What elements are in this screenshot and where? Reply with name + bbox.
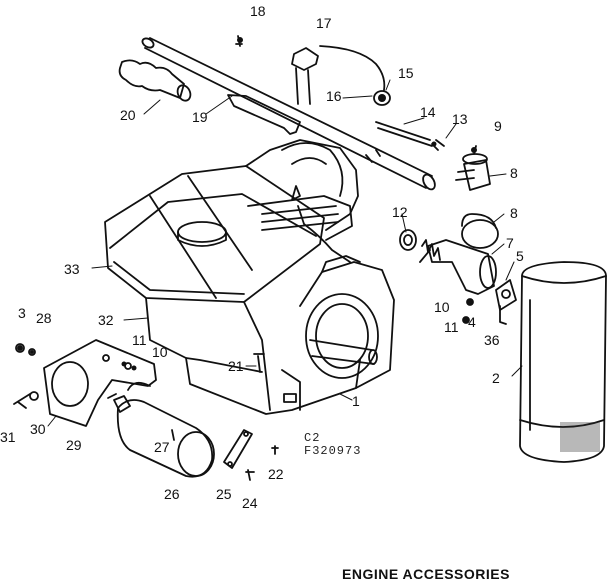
callout-2: 2 — [492, 370, 500, 386]
callout-7: 7 — [506, 235, 514, 251]
engine-upper-housing — [245, 139, 359, 241]
leader-lines — [47, 79, 523, 427]
callout-36: 36 — [484, 332, 500, 348]
pipe-bracket — [227, 94, 301, 135]
pipe-19 — [141, 37, 436, 191]
callout-19: 19 — [192, 109, 208, 125]
grip-20 — [118, 59, 192, 102]
callout-14: 14 — [420, 104, 436, 120]
bracket-36 — [499, 305, 507, 325]
callout-10-left: 10 — [152, 344, 168, 360]
fastener-heads — [17, 37, 477, 371]
crankshaft-flange — [305, 293, 379, 379]
callout-11-left: 11 — [132, 332, 147, 348]
muffler-screen-dots — [560, 422, 600, 452]
callout-9: 9 — [494, 118, 502, 134]
diagram-title: ENGINE ACCESSORIES — [342, 566, 510, 582]
callout-3: 3 — [18, 305, 26, 321]
callout-11-right: 11 — [444, 319, 459, 335]
callout-12: 12 — [392, 204, 408, 220]
callout-15: 15 — [398, 65, 414, 81]
breather-pipe-14 — [375, 121, 431, 141]
callout-24: 24 — [242, 495, 258, 511]
washer-30 — [29, 391, 39, 401]
bolt-31 — [13, 393, 31, 409]
cable-15 — [319, 45, 386, 91]
callout-22: 22 — [268, 466, 284, 482]
cap-17 — [291, 47, 319, 105]
muffler-2 — [519, 261, 607, 463]
callout-29: 29 — [66, 437, 82, 453]
bolt-27 — [171, 429, 175, 441]
callout-27: 27 — [154, 439, 170, 455]
engine-block-1 — [145, 255, 395, 415]
strap-25 — [223, 429, 253, 469]
callout-13: 13 — [452, 111, 468, 127]
engine-side-housing — [297, 205, 351, 263]
callout-30: 30 — [30, 421, 46, 437]
drawing-code-line1: C2 — [304, 431, 321, 445]
bolt-22 — [271, 445, 279, 455]
callout-25: 25 — [216, 486, 232, 502]
callout-5: 5 — [516, 248, 524, 264]
flange-plate-5 — [495, 279, 517, 311]
air-cleaner-clip — [455, 169, 475, 181]
air-cleaner-8 — [461, 153, 499, 249]
drawing-code-line2: F320973 — [304, 444, 362, 458]
coil-spring — [421, 239, 441, 261]
bolt-24 — [245, 469, 255, 481]
callout-20: 20 — [120, 107, 136, 123]
bracket-plate-29 — [43, 339, 157, 427]
callout-33: 33 — [64, 261, 80, 277]
callout-8-upper: 8 — [510, 165, 518, 181]
callout-1: 1 — [352, 393, 360, 409]
callout-4: 4 — [468, 314, 476, 330]
callout-21: 21 — [228, 358, 244, 374]
callout-26: 26 — [164, 486, 180, 502]
starter-motor-26 — [107, 381, 215, 478]
callout-18: 18 — [250, 3, 266, 19]
knob-16 — [373, 90, 391, 106]
callout-16: 16 — [326, 88, 342, 104]
drawing-code: C2 F320973 — [304, 432, 361, 458]
bolt-21 — [253, 353, 265, 373]
gasket-12 — [399, 229, 417, 251]
callout-8-lower: 8 — [510, 205, 518, 221]
callout-28: 28 — [36, 310, 52, 326]
callout-17: 17 — [316, 15, 332, 31]
washer-28 — [28, 348, 36, 356]
fuel-tank-33 — [104, 165, 325, 303]
callout-31: 31 — [0, 429, 16, 445]
callout-10-right: 10 — [434, 299, 450, 315]
nut-3 — [15, 343, 25, 353]
callout-32: 32 — [98, 312, 114, 328]
